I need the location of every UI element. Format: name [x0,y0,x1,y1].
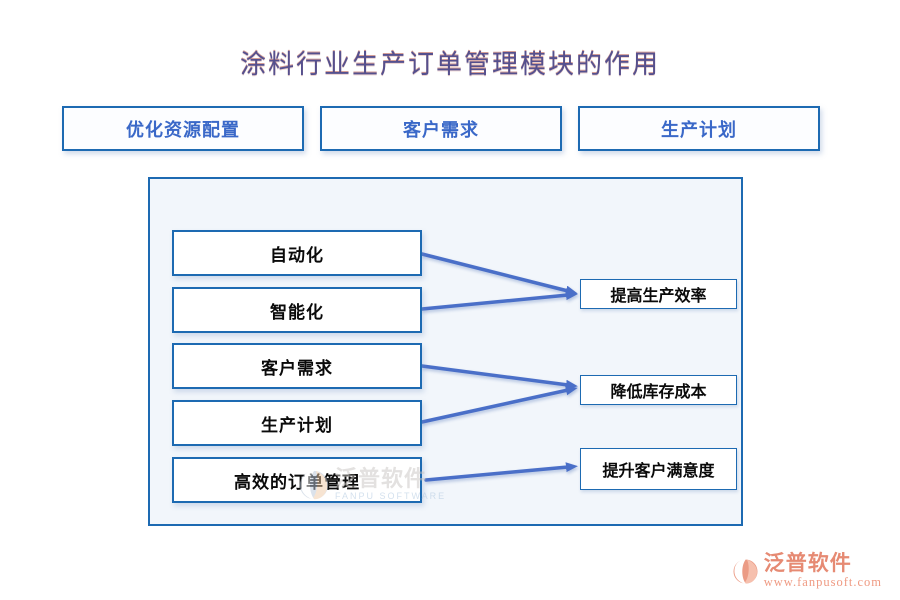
right-box-improve-satisfaction: 提升客户满意度 [580,448,737,490]
arrow-order-to-satisfaction [424,462,578,482]
page-title: 涂料行业生产订单管理模块的作用 [239,50,660,79]
left-box-automation: 自动化 [172,230,422,276]
right-box-improve-efficiency: 提高生产效率 [580,279,737,309]
left-box-intelligence: 智能化 [172,287,422,333]
footer-watermark-url: www.fanpusoft.com [763,575,882,589]
left-box-customer-demand: 客户需求 [172,343,422,389]
flow-arrows [420,252,578,482]
footer-watermark-brand: 泛普软件 [763,551,852,575]
right-box-reduce-inventory-cost: 降低库存成本 [580,375,737,405]
arrow-automation-to-efficiency [420,252,578,296]
left-box-production-plan: 生产计划 [172,400,422,446]
arrow-intelligence-to-efficiency [420,290,578,311]
left-box-efficient-order-management: 高效的订单管理 [172,457,422,503]
flow-panel: 自动化 智能化 客户需求 生产计划 高效的订单管理 提高生产效率 降低库存成本 … [148,177,743,526]
fanpu-logo-icon [733,558,758,584]
arrow-plan-to-inventory [420,385,578,424]
arrow-demand-to-inventory [420,364,578,390]
top-box-production-plan: 生产计划 [578,106,820,151]
top-box-optimize-resources: 优化资源配置 [62,106,304,151]
footer-watermark: 泛普软件 www.fanpusoft.com [732,552,882,590]
top-box-customer-demand: 客户需求 [320,106,562,151]
